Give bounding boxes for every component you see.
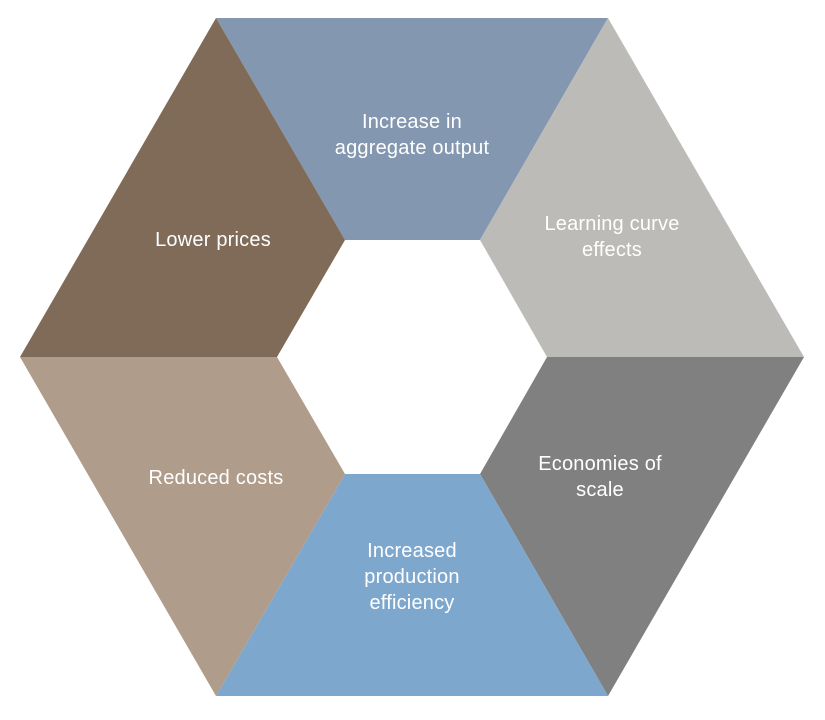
segment-increased-production-efficiency	[216, 474, 608, 696]
segment-learning-curve-effects	[480, 18, 804, 357]
segment-lower-prices	[20, 18, 345, 357]
segment-increase-aggregate-output	[216, 18, 608, 240]
segment-economies-of-scale	[480, 357, 804, 696]
segment-reduced-costs	[20, 357, 345, 696]
